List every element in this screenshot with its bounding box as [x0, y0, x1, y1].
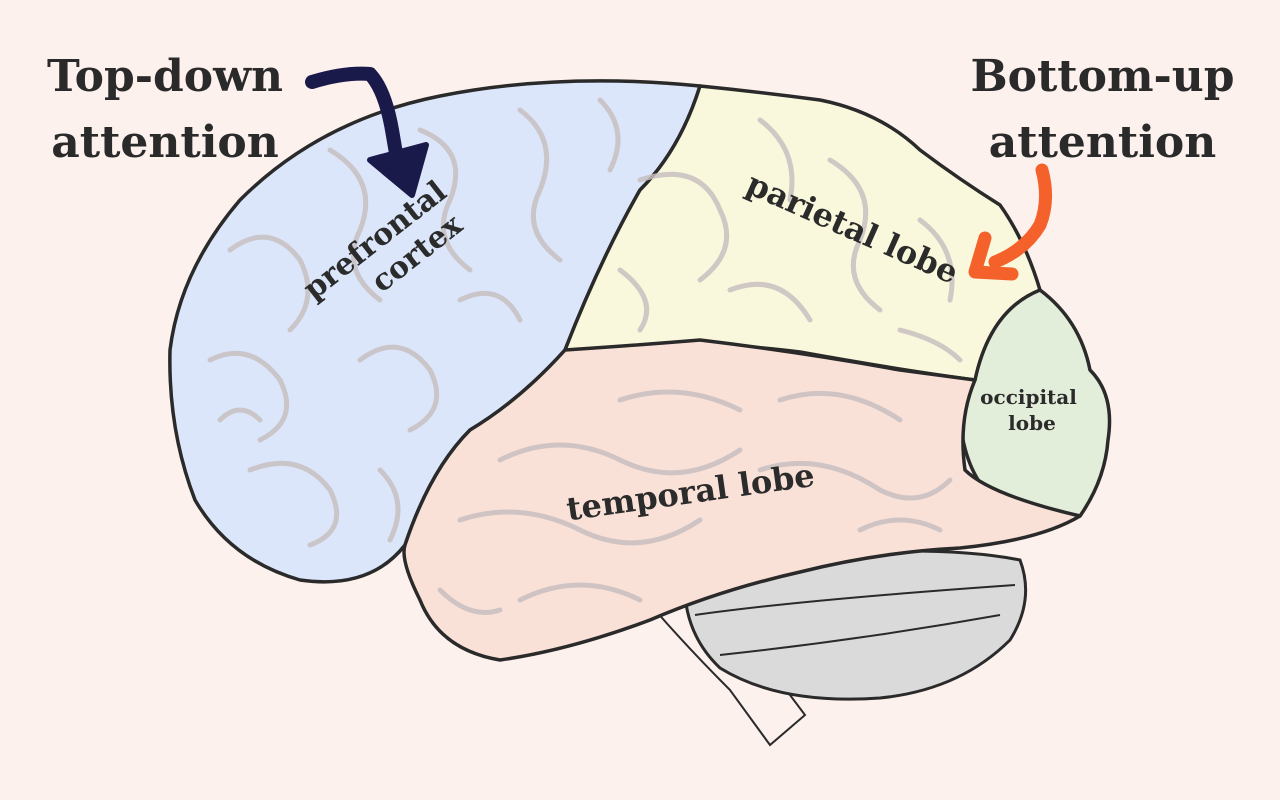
- bottom-up-arrow-icon: [968, 163, 1052, 281]
- bottom-up-attention-caption: Bottom-up attention: [955, 44, 1250, 176]
- svg-text:occipital lobe: occipital lobe: [980, 385, 1084, 435]
- bottom-up-caption-line-1: Bottom-up: [970, 51, 1235, 102]
- top-down-caption-line-2: attention: [51, 117, 279, 168]
- top-down-caption-line-1: Top-down: [46, 51, 284, 102]
- temporal-region: [402, 338, 1082, 662]
- cerebellum-fold-1: [694, 584, 1016, 616]
- top-down-attention-caption: Top-down attention: [20, 44, 310, 176]
- top-down-arrow-icon: [305, 66, 429, 198]
- cerebellum-fold-2: [719, 614, 1001, 656]
- occipital-label-line-1: occipital: [980, 385, 1077, 409]
- occipital-label-line-2: lobe: [1008, 411, 1056, 435]
- bottom-up-caption-line-2: attention: [988, 117, 1217, 168]
- brain-sulci: [207, 97, 963, 615]
